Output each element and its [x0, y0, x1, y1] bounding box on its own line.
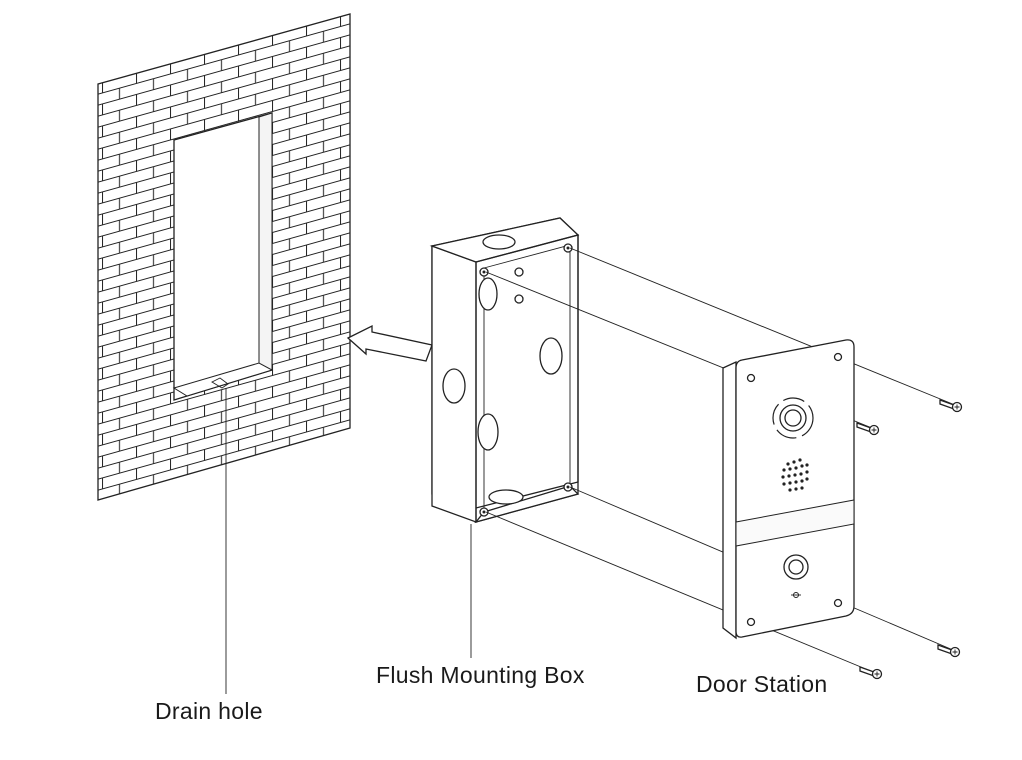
screw-icon — [937, 644, 961, 658]
screw-icon — [856, 422, 880, 436]
door-station — [722, 339, 855, 640]
knockout-hole — [478, 277, 498, 311]
speaker-icon — [781, 458, 809, 492]
knockout-hole — [477, 413, 499, 451]
screw-icon — [859, 666, 883, 680]
screw-icon — [939, 399, 963, 413]
flush-mounting-box-label: Flush Mounting Box — [376, 662, 585, 688]
camera-icon — [772, 397, 814, 439]
wall-opening — [172, 112, 274, 401]
arrow-icon — [346, 324, 433, 362]
knockout-hole — [482, 234, 516, 250]
knockout-hole — [442, 368, 466, 404]
knockout-hole — [488, 489, 524, 505]
door-station-label: Door Station — [696, 671, 828, 697]
knockout-hole — [539, 337, 563, 375]
drain-hole-label: Drain hole — [155, 698, 263, 724]
brick-wall — [97, 13, 351, 501]
microphone-icon — [791, 592, 801, 598]
call-button-icon — [783, 554, 809, 580]
flush-mounting-box — [429, 217, 580, 524]
